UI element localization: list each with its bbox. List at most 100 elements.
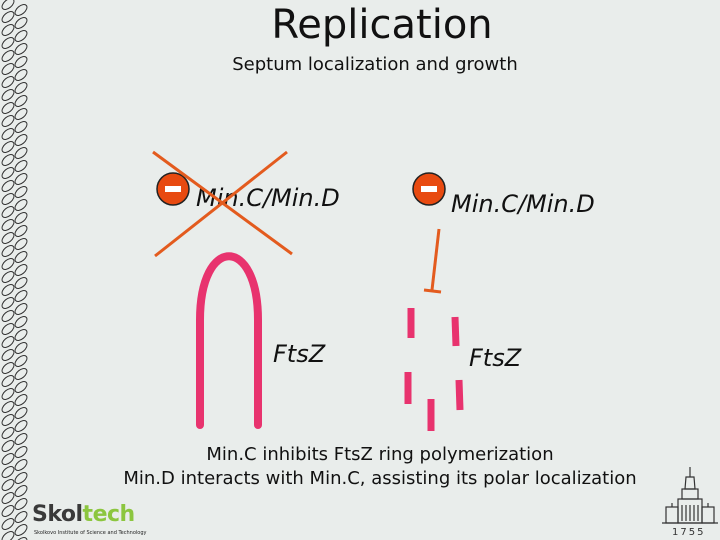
negative-charge-icon-right [412,172,446,206]
chain-link [14,199,28,211]
chain-link [1,518,15,530]
chain-link [14,43,28,55]
university-building-icon [662,467,718,524]
slide-subtitle: Septum localization and growth [232,54,518,75]
chain-link [14,342,28,354]
chain-link [1,479,15,491]
chain-link [1,492,15,504]
chain-link [14,147,28,159]
chain-link [1,141,15,153]
skoltech-logo: Skoltech Skolkovo Institute of Science a… [32,500,152,540]
chain-link [14,433,28,445]
chain-link [14,56,28,68]
chain-link [14,290,28,302]
chain-link [1,284,15,296]
chain-link [1,362,15,374]
chain-link [1,102,15,114]
chain-link [1,206,15,218]
chain-link [14,4,28,16]
logo-prefix: Skol [32,502,83,527]
chain-link [1,258,15,270]
chain-link [1,11,15,23]
chain-link [14,511,28,523]
chain-link [1,271,15,283]
chain-link [14,82,28,94]
chain-link [14,381,28,393]
chain-link [14,264,28,276]
chain-link [1,388,15,400]
chain-link [14,277,28,289]
chain-link [14,225,28,237]
chain-link [14,238,28,250]
ftsz-fragment [455,379,464,411]
chain-link [14,407,28,419]
chain-link [1,427,15,439]
chain-link [14,251,28,263]
chain-link [1,180,15,192]
chain-link [14,95,28,107]
chain-link [14,160,28,172]
chain-link [1,375,15,387]
chain-link [1,323,15,335]
minc-mind-label-left: Min.C/Min.D [196,184,340,212]
logo-word: Skoltech [32,502,135,527]
logo-suffix: tech [82,502,136,527]
chain-link [14,459,28,471]
chain-link [14,17,28,29]
caption-line-1: Min.C inhibits FtsZ ring polymerization [206,444,554,465]
chain-link [14,316,28,328]
chain-link [1,414,15,426]
ftsz-ring-left [196,252,262,429]
chain-link [14,186,28,198]
chain-link [14,329,28,341]
founding-year: 1755 [672,527,706,538]
chain-link [1,193,15,205]
chain-link [1,128,15,140]
chain-link [1,505,15,517]
chain-link [1,466,15,478]
inhibition-arrow [423,228,442,294]
chain-link [1,37,15,49]
chain-link [14,446,28,458]
chain-link [14,472,28,484]
chain-link [1,115,15,127]
chain-link [1,50,15,62]
ftsz-fragment [451,316,460,347]
chain-link [1,245,15,257]
chain-link [1,76,15,88]
chain-link [1,531,15,540]
chain-link [1,232,15,244]
chain-link [14,121,28,133]
logo-tagline: Skolkovo Institute of Science and Techno… [34,530,147,536]
chain-link [14,355,28,367]
chain-link [14,368,28,380]
chain-link [14,303,28,315]
chain-link [1,63,15,75]
chain-link [1,453,15,465]
chain-link [1,0,15,10]
chain-link [1,24,15,36]
slide-title: Replication [271,2,493,48]
chain-link [14,134,28,146]
chain-link [14,420,28,432]
decorative-chain-border [1,0,28,540]
chain-link [14,173,28,185]
chain-link [1,401,15,413]
chain-link [14,108,28,120]
chain-link [1,336,15,348]
chain-link [14,485,28,497]
chain-link [14,394,28,406]
chain-link [1,310,15,322]
chain-link [14,30,28,42]
chain-link [1,89,15,101]
chain-link [1,297,15,309]
ftsz-fragments [404,308,464,431]
caption-line-2: Min.D interacts with Min.C, assisting it… [123,468,637,489]
chain-link [14,524,28,536]
chain-link [14,69,28,81]
negative-charge-icon-left [156,172,190,206]
chain-link [14,212,28,224]
minc-mind-label-right: Min.C/Min.D [451,190,595,218]
ftsz-label-right: FtsZ [469,344,522,372]
chain-link [1,440,15,452]
